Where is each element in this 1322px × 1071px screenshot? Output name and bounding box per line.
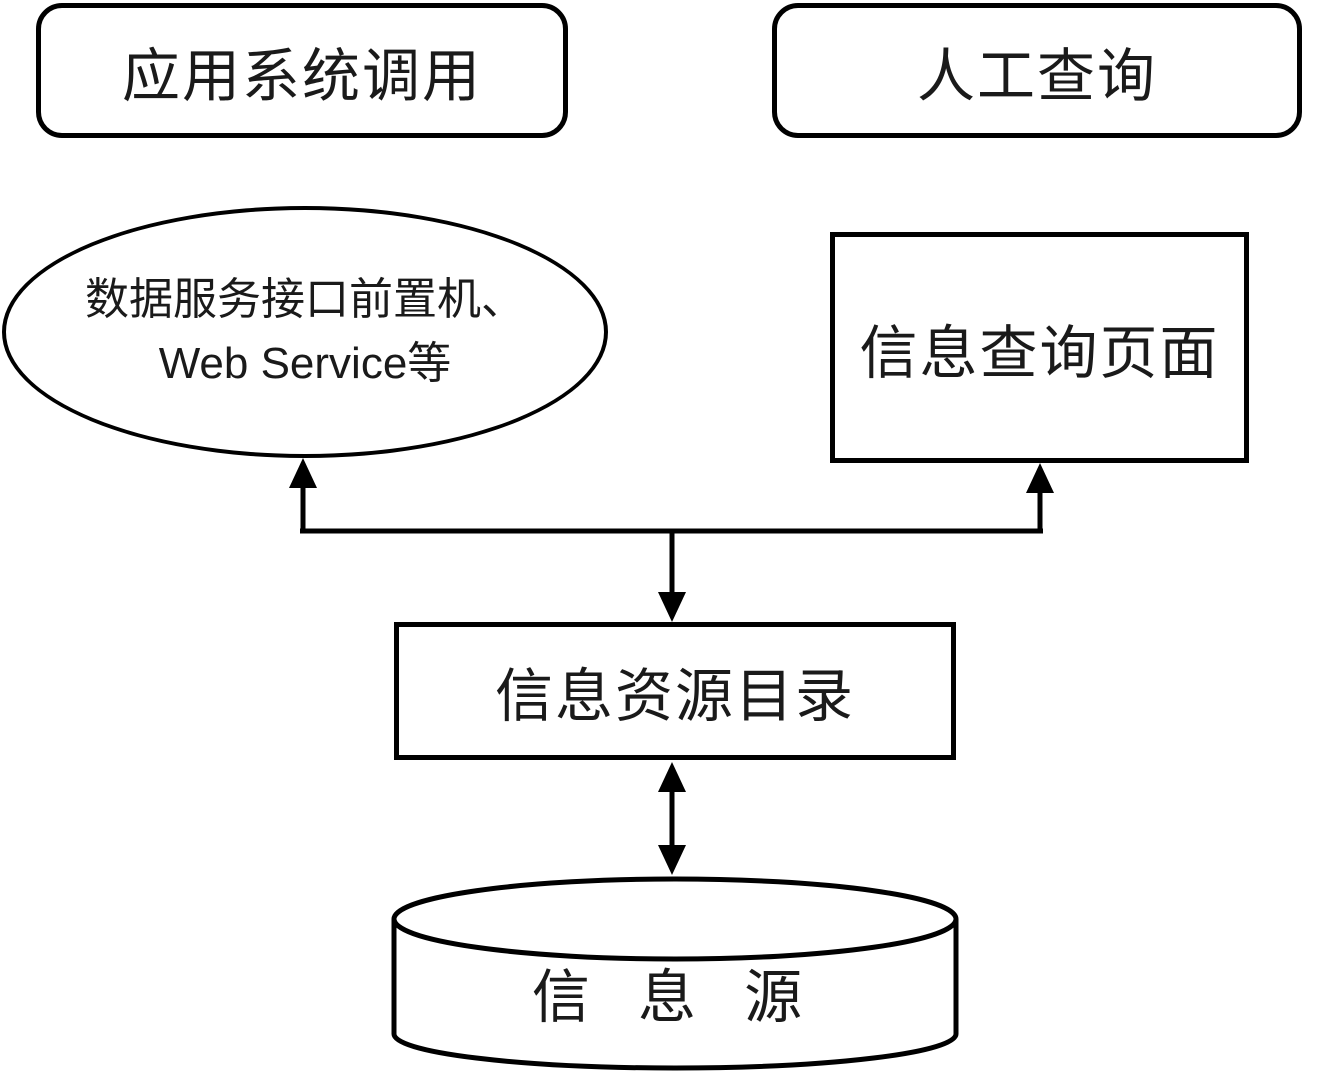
node-app-system-call: 应用系统调用 (36, 3, 568, 138)
arrowhead-down-into-source (658, 845, 686, 875)
node-manual-query-label: 人工查询 (916, 43, 1157, 109)
node-data-service-label-line1: 数据服务接口前置机、 (85, 275, 525, 324)
edge-arrowheads (289, 458, 1054, 875)
edge-lines (300, 484, 1043, 852)
node-info-source: 信 息 源 (394, 952, 956, 1032)
node-info-resource-catalog: 信息资源目录 (394, 622, 956, 760)
node-manual-query: 人工查询 (772, 3, 1302, 138)
node-info-query-page-label: 信息查询页面 (859, 320, 1220, 386)
arrowhead-up-into-catalog (658, 762, 686, 792)
node-info-resource-catalog-label: 信息资源目录 (494, 664, 855, 729)
node-data-service-frontend: 数据服务接口前置机、 Web Service等 (2, 206, 608, 458)
node-info-source-label: 信 息 源 (531, 965, 819, 1030)
arrowhead-down-into-catalog (658, 592, 686, 622)
cylinder-shape (391, 876, 959, 1071)
arrowhead-up-into-ellipse (289, 458, 317, 488)
node-info-query-page: 信息查询页面 (830, 232, 1249, 463)
cylinder-top-ellipse (391, 876, 959, 962)
node-app-system-call-label: 应用系统调用 (121, 43, 482, 109)
arrowhead-up-into-query-page (1026, 463, 1054, 493)
node-data-service-label-line2: Web Service等 (158, 339, 452, 388)
